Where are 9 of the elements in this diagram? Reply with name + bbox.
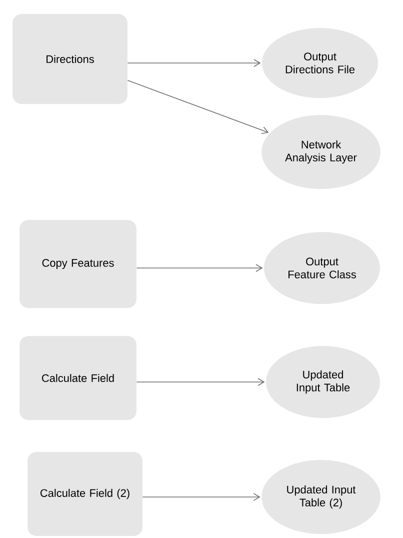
arrow	[127, 80, 269, 134]
arrow	[136, 378, 265, 386]
arrow	[142, 493, 260, 501]
arrow	[136, 264, 263, 272]
process-box: Directions	[12, 14, 128, 104]
process-box: Calculate Field	[20, 336, 136, 420]
arrow	[127, 59, 261, 67]
process-box: Calculate Field (2)	[28, 452, 142, 536]
process-box: Copy Features	[20, 220, 136, 308]
